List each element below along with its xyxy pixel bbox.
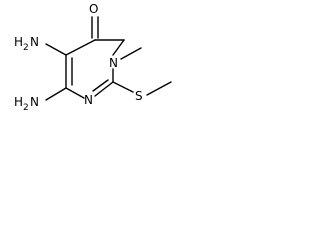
bond-c6-amino (45, 87, 67, 101)
amino-group-top: H 2 N (14, 35, 39, 53)
bond-c4-n3 (112, 39, 125, 56)
amino-top-subscript: 2 (23, 43, 29, 53)
ring-bonds (65, 39, 125, 99)
carbonyl-bond (91, 16, 99, 39)
bond-c2-n1-inner (92, 79, 109, 92)
amino-bottom-h: H (14, 95, 23, 109)
bond-c5-c4 (65, 39, 96, 56)
sulfur-label: S (135, 89, 143, 103)
bond-n3-methyl (120, 47, 142, 60)
amino-bottom-subscript: 2 (23, 103, 29, 113)
n1-label: N (84, 93, 93, 107)
bond-s-methyl (146, 81, 172, 96)
amino-top-h: H (14, 35, 23, 49)
amino-group-bottom: H 2 N (14, 95, 39, 113)
n3-label: N (109, 56, 118, 70)
amino-top-n: N (30, 35, 39, 49)
oxygen-label: O (89, 2, 98, 16)
bond-c5-amino (45, 43, 67, 56)
bond-c2-n1 (94, 81, 114, 97)
bond-n1-c6 (65, 87, 85, 99)
pyrimidinone-structure: O N N S H 2 N H 2 N (14, 2, 172, 113)
amino-bottom-n: N (30, 95, 39, 109)
bond-c2-s (112, 81, 134, 93)
